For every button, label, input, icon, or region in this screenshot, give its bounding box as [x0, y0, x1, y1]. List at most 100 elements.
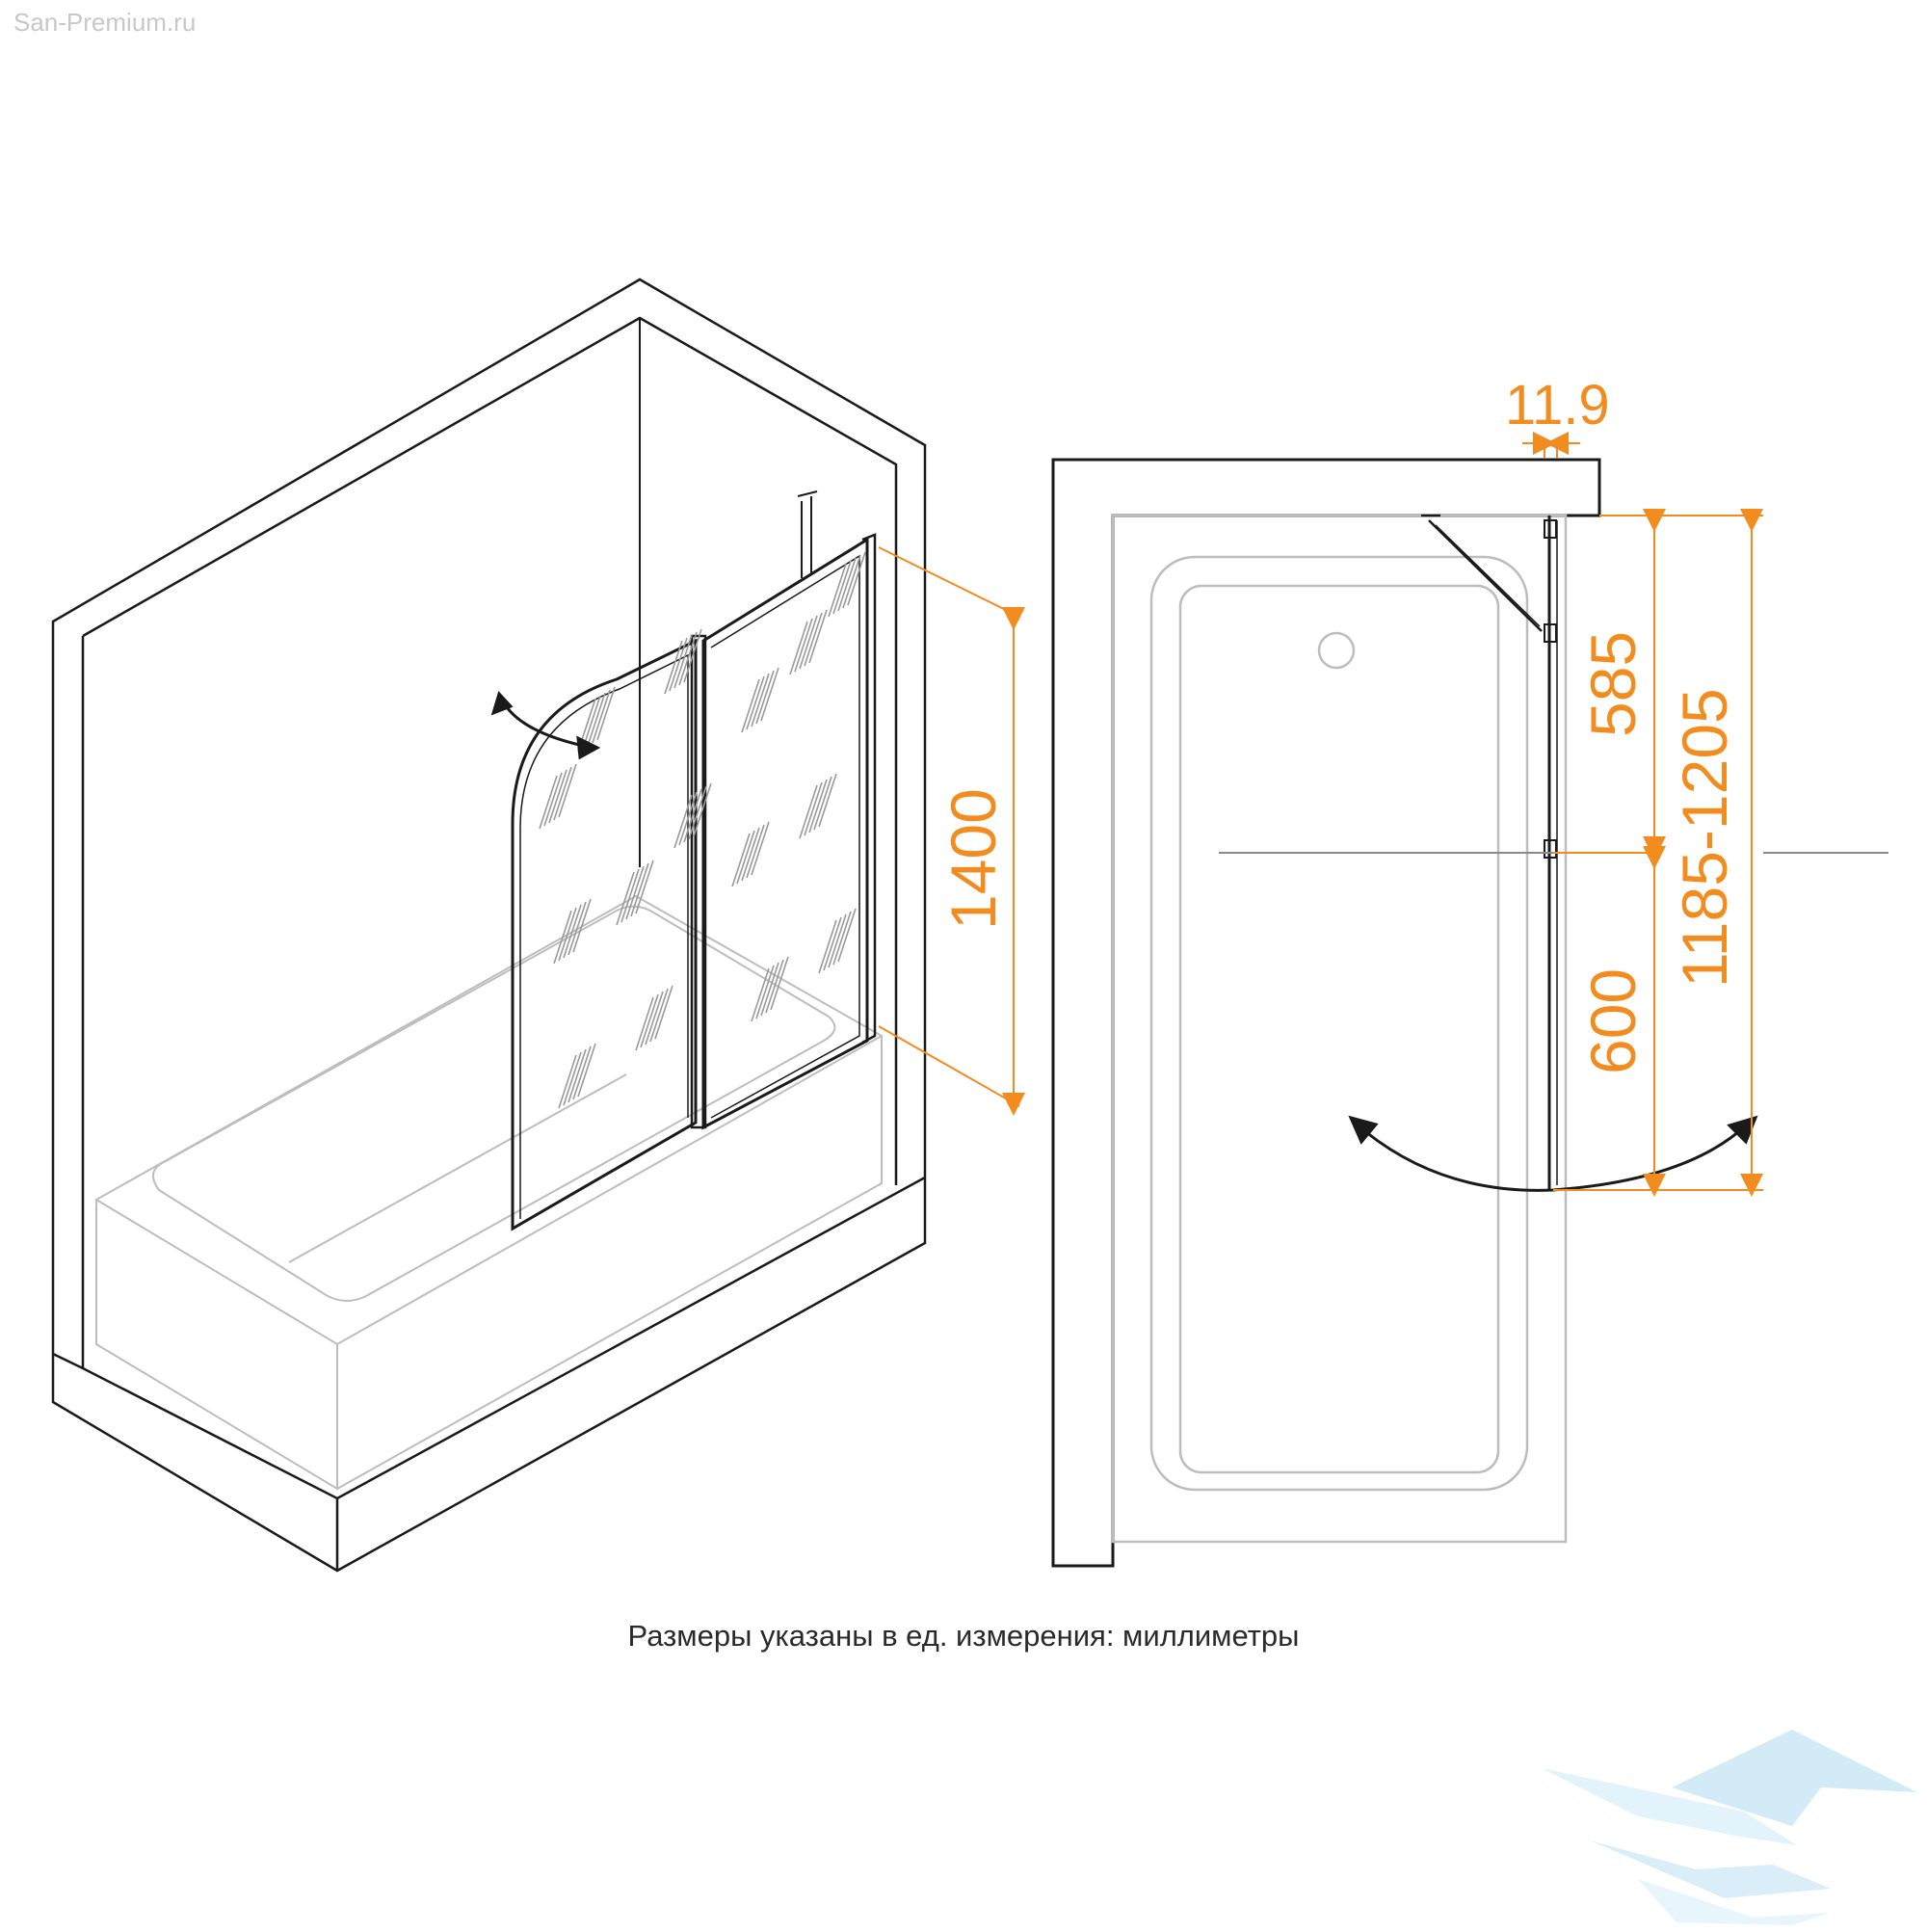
watermark-text: San-Premium.ru — [13, 8, 197, 37]
glass-hatch-stroke — [596, 686, 616, 741]
glass-hatch-stroke — [572, 1045, 592, 1100]
shower-screen-iso — [511, 490, 877, 1231]
glass-hatch-stroke — [755, 965, 775, 1019]
fixed-panel — [701, 537, 869, 1130]
glass-hatch-stroke — [832, 911, 852, 966]
glass-hatch-stroke — [794, 618, 813, 673]
glass-hatch-stroke — [548, 769, 568, 824]
glass-hatch-stroke — [673, 634, 693, 689]
glass-hatch-stroke — [673, 794, 693, 849]
glass-hatch-stroke — [828, 563, 847, 618]
units-caption: Размеры указаны в ед. измерения: миллиме… — [627, 1619, 1300, 1653]
glass-hatch-stroke — [760, 962, 779, 1017]
glass-hatch-stroke — [678, 791, 698, 846]
dimension-600-label: 600 — [1577, 968, 1649, 1074]
glass-hatch-stroke — [799, 615, 818, 670]
glass-hatch-stroke — [683, 628, 702, 683]
glass-hatch-stroke — [804, 612, 823, 667]
glass-hatch-stroke — [625, 865, 645, 920]
drain-icon — [1317, 631, 1356, 670]
san-premium-bird-logo — [1542, 1730, 1917, 1925]
glass-hatch-stroke — [751, 821, 770, 876]
glass-hatch-stroke — [592, 689, 611, 744]
glass-hatch-stroke — [558, 907, 577, 962]
dimension-lines-plan — [1522, 432, 1763, 1197]
glass-hatch-stroke — [616, 871, 635, 926]
glass-hatch-stroke — [630, 862, 649, 917]
glass-hatch-stroke — [543, 772, 563, 827]
glass-hatch-stroke — [741, 827, 760, 882]
glass-hatch-stroke — [558, 763, 577, 818]
glass-hatch-stroke — [746, 824, 765, 879]
dimension-11-9-label: 11.9 — [1505, 374, 1610, 437]
glass-hatch-stroke — [813, 776, 832, 831]
glass-hatch-stroke — [741, 678, 760, 733]
glass-hatch-stroke — [640, 993, 659, 1048]
stabilizer-bar — [797, 490, 818, 578]
glass-hatch-stroke — [847, 551, 866, 606]
glass-hatch-stroke — [818, 919, 837, 974]
glass-hatch-stroke — [804, 781, 823, 836]
glass-hatch-stroke — [568, 1048, 587, 1103]
glass-hatch-stroke — [736, 830, 755, 885]
glass-hatch-stroke — [808, 609, 828, 664]
glass-hatch-stroke — [828, 913, 847, 968]
glass-hatch-stroke — [558, 1054, 577, 1109]
floor-plinth — [52, 1176, 926, 1500]
glass-hatch-stroke — [755, 670, 775, 725]
glass-hatch-stroke — [693, 782, 712, 837]
swing-arc-plan — [1348, 1115, 1758, 1192]
glass-hatch-stroke — [823, 916, 842, 971]
glass-hatch-stroke — [539, 775, 558, 830]
glass-hatch-stroke — [751, 673, 770, 728]
wall-outline — [51, 278, 927, 1573]
glass-hatch-stroke — [553, 766, 572, 821]
glass-hatch-stroke — [587, 692, 606, 747]
glass-hatch-stroke — [837, 557, 857, 612]
glass-hatch-stroke — [760, 667, 779, 722]
glass-hatch-stroke — [765, 959, 784, 1014]
glass-hatch-stroke — [842, 554, 861, 609]
isometric-view — [51, 278, 927, 1573]
glass-hatch-stroke — [572, 898, 592, 953]
dimension-585-label: 585 — [1577, 631, 1649, 737]
dimension-1400-label: 1400 — [937, 788, 1009, 930]
glass-hatch-stroke — [799, 784, 818, 839]
glass-hatch-stroke — [645, 991, 664, 1045]
glass-hatch-stroke — [808, 779, 828, 834]
glass-hatch-stroke — [746, 675, 765, 730]
dimension-1400 — [878, 546, 1025, 1116]
glass-hatch-stroke — [649, 988, 669, 1043]
glass-hatch-stroke — [678, 631, 698, 686]
glass-hatch-stroke — [683, 788, 702, 843]
glass-hatch-stroke — [770, 956, 789, 1011]
glass-hatch-stroke — [664, 640, 683, 695]
swing-panel — [511, 638, 698, 1231]
glass-hatch-stroke — [635, 996, 654, 1051]
glass-hatch-stroke — [563, 1051, 582, 1106]
bathtub-iso — [94, 894, 884, 1491]
plan-wall — [1051, 458, 1601, 1568]
glass-hatch-stroke — [731, 833, 751, 887]
glass-hatch-stroke — [789, 621, 808, 675]
plan-view — [1051, 458, 1601, 1568]
glass-hatch-stroke — [582, 695, 601, 750]
glass-hatch-stroke — [837, 908, 857, 963]
glass-hatch-stroke — [818, 773, 837, 828]
glass-hatch-stroke — [654, 985, 673, 1040]
glass-hatch-stroke — [563, 904, 582, 959]
swing-arrow-iso — [490, 691, 601, 760]
wall-profile — [861, 533, 877, 1045]
glass-hatch-stroke — [832, 560, 852, 615]
glass-hatch-stroke — [751, 967, 770, 1022]
dimension-total-label: 1185-1205 — [1669, 688, 1740, 988]
glass-hatch-stroke — [635, 860, 654, 914]
glass-hatching — [539, 551, 866, 1109]
plan-bathtub — [1111, 514, 1568, 1544]
glass-hatch-stroke — [577, 1043, 596, 1098]
glass-hatch-stroke — [553, 910, 572, 965]
glass-hatch-stroke — [620, 868, 640, 923]
wall-inner-edge — [82, 316, 898, 1185]
